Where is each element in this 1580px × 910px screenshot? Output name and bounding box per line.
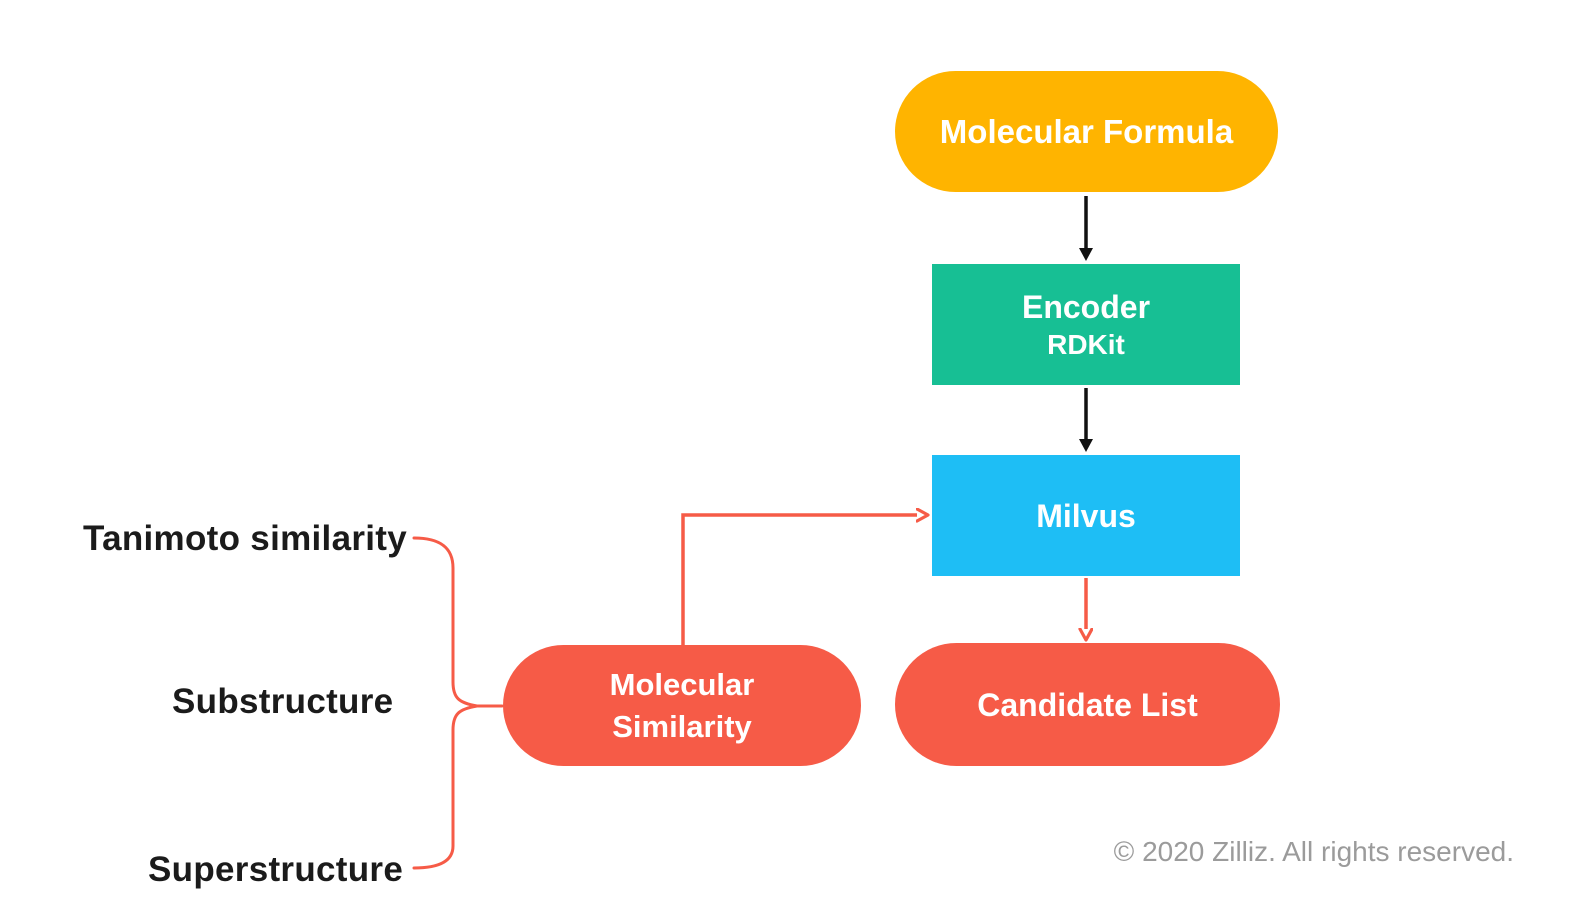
label-tanimoto-similarity: Tanimoto similarity [83,519,407,558]
label-superstructure: Superstructure [148,850,404,889]
node-molecular-similarity-line2: Similarity [612,708,752,744]
node-milvus-label: Milvus [1036,497,1136,534]
node-milvus: Milvus [932,455,1240,576]
label-substructure: Substructure [172,682,394,721]
node-encoder: Encoder RDKit [932,264,1240,385]
copyright-text: © 2020 Zilliz. All rights reserved. [1113,836,1514,867]
node-molecular-similarity-line1: Molecular [609,666,755,702]
node-encoder-title: Encoder [1021,289,1151,325]
arrow-similarity-to-milvus [681,515,917,645]
node-candidate-list-label: Candidate List [977,686,1198,723]
node-molecular-formula-label: Molecular Formula [939,112,1234,150]
node-candidate-list: Candidate List [895,643,1280,766]
brace-similarity-group [412,536,478,870]
node-molecular-formula: Molecular Formula [895,71,1278,192]
node-encoder-subtitle: RDKit [1047,329,1125,360]
node-molecular-similarity: Molecular Similarity [503,645,861,766]
